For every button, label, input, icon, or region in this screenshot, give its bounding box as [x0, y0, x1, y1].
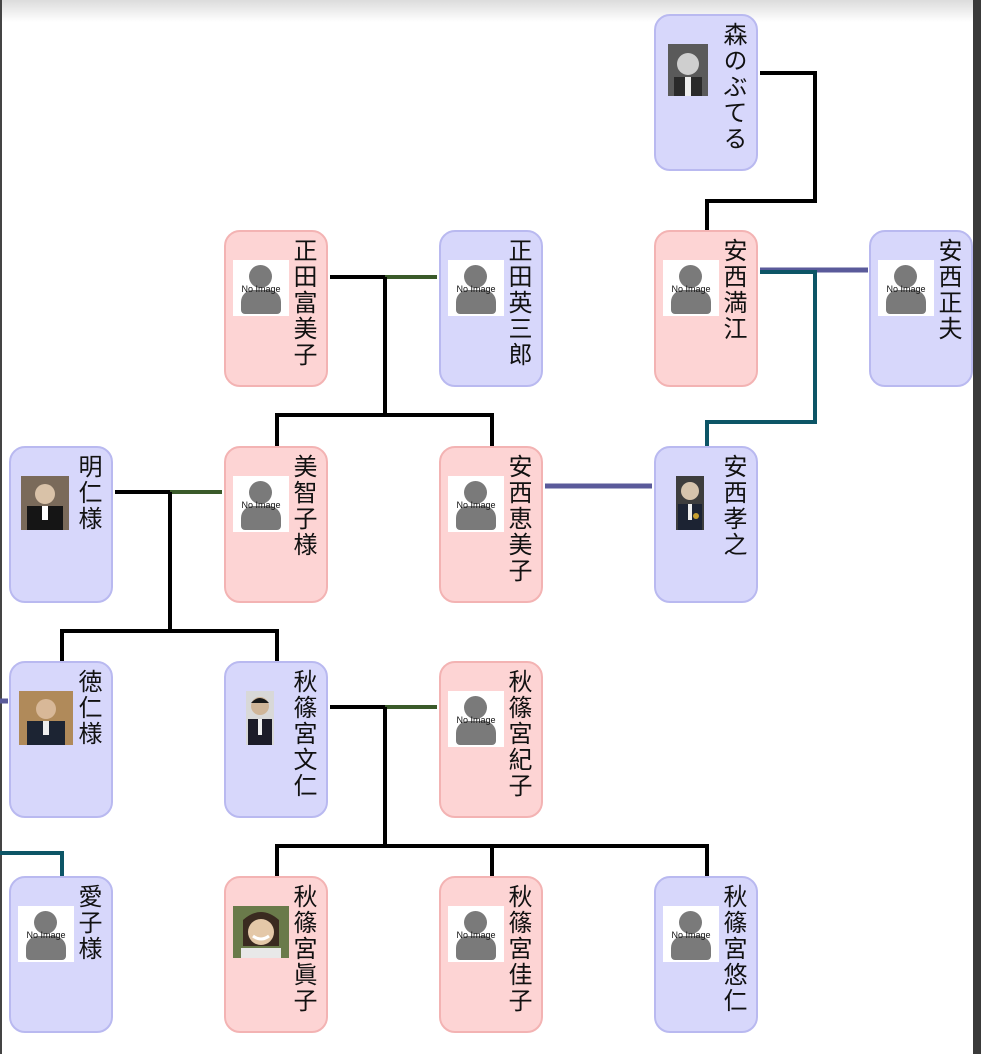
no-image-placeholder: No Image [448, 476, 504, 532]
avatar-body-icon [241, 290, 281, 314]
avatar-body-icon [886, 290, 926, 314]
person-name: 明仁様 [74, 454, 102, 532]
parent-link [275, 413, 494, 447]
no-image-placeholder: No Image [233, 476, 289, 532]
no-image-label: No Image [671, 930, 711, 940]
person-card-akihito[interactable]: 明仁様 [9, 446, 113, 603]
person-card-anzai-takayuki[interactable]: 安西孝之 [654, 446, 758, 603]
person-name: 秋篠宮紀子 [504, 669, 532, 799]
left-edge [0, 0, 2, 1054]
avatar-body-icon [456, 721, 496, 745]
avatar-body-icon [456, 936, 496, 960]
person-card-anzai-masao[interactable]: No Image 安西正夫 [869, 230, 973, 387]
avatar-body-icon [241, 506, 281, 530]
avatar-head-icon [249, 265, 272, 288]
person-name: 秋篠宮眞子 [289, 884, 317, 1014]
person-card-anzai-emiko[interactable]: No Image 安西恵美子 [439, 446, 543, 603]
avatar-body-icon [671, 290, 711, 314]
avatar-head-icon [679, 911, 702, 934]
avatar-head-icon [894, 265, 917, 288]
person-name: 秋篠宮悠仁 [719, 884, 747, 1014]
no-image-label: No Image [671, 284, 711, 294]
person-card-shoda-eizaburo[interactable]: No Image 正田英三郎 [439, 230, 543, 387]
parent-link [705, 270, 817, 447]
person-name: 秋篠宮文仁 [289, 669, 317, 799]
portrait-photo [233, 906, 289, 958]
person-card-akishino-mako[interactable]: 秋篠宮眞子 [224, 876, 328, 1033]
no-image-label: No Image [456, 500, 496, 510]
portrait-photo [246, 691, 274, 745]
person-name: 安西満江 [719, 238, 747, 342]
avatar-body-icon [456, 290, 496, 314]
no-image-label: No Image [456, 715, 496, 725]
avatar-head-icon [464, 911, 487, 934]
parent-link [0, 851, 64, 877]
no-image-label: No Image [26, 930, 66, 940]
person-card-akishino-hisahito[interactable]: No Image 秋篠宮悠仁 [654, 876, 758, 1033]
no-image-label: No Image [886, 284, 926, 294]
no-image-label: No Image [456, 930, 496, 940]
no-image-placeholder: No Image [448, 691, 504, 747]
parent-link [60, 629, 279, 662]
person-card-akishino-fumihito[interactable]: 秋篠宮文仁 [224, 661, 328, 818]
no-image-label: No Image [241, 284, 281, 294]
person-card-naruhito[interactable]: 徳仁様 [9, 661, 113, 818]
no-image-placeholder: No Image [233, 260, 289, 316]
person-card-mori-nobuteru[interactable]: 森のぶてる [654, 14, 758, 171]
avatar-head-icon [679, 265, 702, 288]
no-image-placeholder: No Image [878, 260, 934, 316]
person-name: 正田富美子 [289, 238, 317, 368]
person-name: 徳仁様 [74, 669, 102, 747]
person-name: 愛子様 [74, 884, 102, 962]
no-image-label: No Image [456, 284, 496, 294]
person-card-akishino-kiko[interactable]: No Image 秋篠宮紀子 [439, 661, 543, 818]
avatar-body-icon [26, 936, 66, 960]
avatar-head-icon [34, 911, 57, 934]
person-name: 森のぶてる [719, 22, 747, 152]
parent-link [705, 71, 817, 232]
no-image-placeholder: No Image [448, 906, 504, 962]
person-name: 安西恵美子 [504, 454, 532, 584]
avatar-head-icon [249, 481, 272, 504]
avatar-body-icon [456, 506, 496, 530]
person-card-anzai-mitsue[interactable]: No Image 安西満江 [654, 230, 758, 387]
person-name: 安西正夫 [934, 238, 962, 342]
portrait-photo [676, 476, 704, 530]
no-image-placeholder: No Image [663, 906, 719, 962]
avatar-body-icon [671, 936, 711, 960]
person-name: 美智子様 [289, 454, 317, 558]
person-name: 正田英三郎 [504, 238, 532, 368]
avatar-head-icon [464, 696, 487, 719]
no-image-label: No Image [241, 500, 281, 510]
portrait-photo [19, 691, 73, 745]
avatar-head-icon [464, 481, 487, 504]
no-image-placeholder: No Image [663, 260, 719, 316]
person-card-shoda-fumiko[interactable]: No Image 正田富美子 [224, 230, 328, 387]
person-card-michiko[interactable]: No Image 美智子様 [224, 446, 328, 603]
person-name: 秋篠宮佳子 [504, 884, 532, 1014]
person-name: 安西孝之 [719, 454, 747, 558]
person-card-aiko[interactable]: No Image 愛子様 [9, 876, 113, 1033]
portrait-photo [668, 44, 708, 96]
portrait-photo [21, 476, 69, 530]
no-image-placeholder: No Image [18, 906, 74, 962]
avatar-head-icon [464, 265, 487, 288]
right-edge-scrollbar[interactable] [973, 0, 981, 1054]
person-card-akishino-kako[interactable]: No Image 秋篠宮佳子 [439, 876, 543, 1033]
no-image-placeholder: No Image [448, 260, 504, 316]
